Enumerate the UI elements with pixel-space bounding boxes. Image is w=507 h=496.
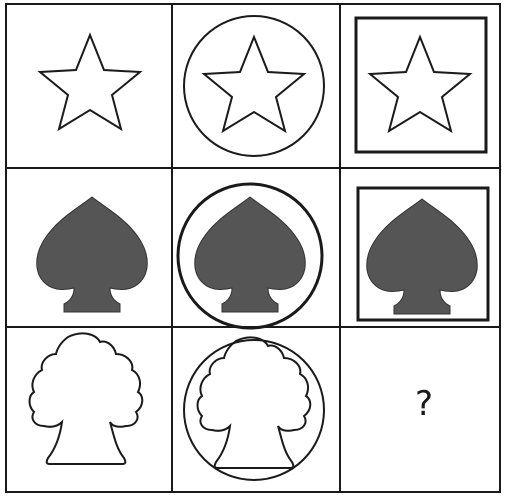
star-outline-icon	[370, 37, 470, 131]
cell-r3-c3: ?	[415, 384, 433, 424]
cell-r1-c3	[356, 18, 486, 152]
cell-r2-c1	[37, 197, 148, 312]
circle-frame-icon	[184, 340, 324, 480]
missing-answer-mark: ?	[415, 384, 433, 424]
spade-solid-icon	[195, 197, 306, 312]
cell-r2-c3	[358, 188, 488, 320]
star-outline-icon	[40, 35, 140, 129]
cell-r3-c2	[184, 337, 324, 480]
cell-r2-c2	[178, 184, 322, 328]
star-outline-icon	[204, 37, 304, 131]
spade-solid-icon	[37, 197, 148, 312]
tree-outline-icon	[30, 333, 143, 464]
cell-r1-c2	[184, 16, 324, 156]
spade-solid-icon	[367, 199, 478, 314]
cell-r1-c1	[40, 35, 140, 129]
cell-r3-c1	[30, 333, 143, 464]
tree-outline-icon	[198, 337, 311, 468]
